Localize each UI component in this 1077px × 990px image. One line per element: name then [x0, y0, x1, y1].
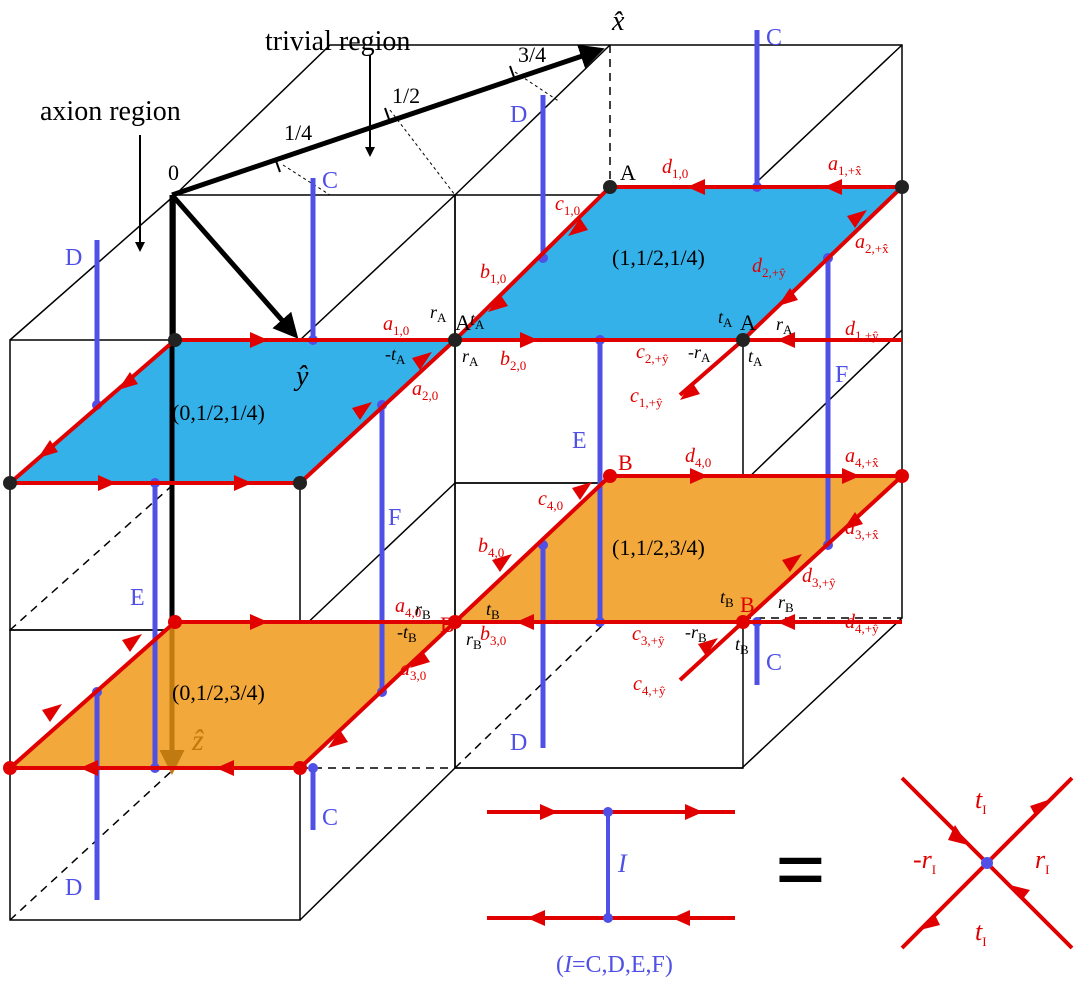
plaquette-blue-right	[455, 187, 902, 340]
node-A-label-2: A	[455, 310, 471, 335]
plaquette-orange-right	[455, 476, 902, 622]
svg-text:tA: tA	[470, 309, 485, 332]
tick-1-2-label: 1/2	[392, 83, 420, 108]
svg-text:rA: rA	[776, 314, 793, 337]
edge-arrowheads	[38, 179, 867, 776]
nodes-A	[3, 180, 909, 490]
nodes-B	[3, 469, 909, 775]
coefficient-labels: rA tA -tA rA tA rA -rA tA rB tB -tB rB t…	[385, 302, 794, 657]
svg-text:rB: rB	[466, 629, 482, 652]
svg-text:-rB: -rB	[685, 622, 707, 645]
svg-text:c3,+ŷ: c3,+ŷ	[632, 623, 665, 648]
node-A-label-1: A	[620, 160, 636, 185]
svg-text:d2,+ŷ: d2,+ŷ	[752, 255, 786, 280]
svg-text:b2,0: b2,0	[500, 348, 526, 373]
node-B-label-3: B	[740, 592, 755, 617]
svg-text:d1,0: d1,0	[662, 156, 688, 181]
svg-text:tI: tI	[975, 917, 987, 949]
x-hat-label: x̂	[611, 6, 625, 37]
svg-text:a2,+x̂: a2,+x̂	[855, 231, 889, 256]
label-D-4: D	[510, 730, 527, 756]
axion-region-label: axion region	[40, 96, 181, 127]
plaquette-label-tl: (0,1/2,1/4)	[172, 400, 265, 425]
svg-text:a4,0: a4,0	[395, 595, 421, 620]
label-D-2: D	[510, 102, 527, 128]
svg-text:c1,+ŷ: c1,+ŷ	[630, 385, 663, 410]
svg-text:a3,0: a3,0	[400, 658, 426, 683]
edge-labels: a1,0 b1,0 c1,0 d1,0 a2,0 b2,0 a1,+x̂ a2,…	[383, 153, 889, 698]
label-C-3: C	[322, 805, 338, 831]
label-C-4: C	[766, 650, 782, 676]
node-A-label-3: A	[740, 310, 756, 335]
svg-text:d4,+ŷ: d4,+ŷ	[845, 611, 879, 636]
label-D-3: D	[65, 875, 82, 901]
svg-text:tB: tB	[720, 587, 734, 610]
label-C-2: C	[766, 25, 782, 51]
svg-text:rA: rA	[430, 302, 447, 325]
svg-text:rB: rB	[778, 592, 794, 615]
svg-text:tB: tB	[486, 599, 500, 622]
label-D-1: D	[65, 245, 82, 271]
z-hat-label: ẑ	[191, 724, 204, 757]
svg-text:b1,0: b1,0	[480, 261, 506, 286]
plaquette-label-bl: (0,1/2,3/4)	[172, 680, 265, 705]
label-C-1: C	[322, 168, 338, 194]
svg-text:d1,+ŷ: d1,+ŷ	[845, 318, 879, 343]
node-B-label-2: B	[440, 612, 455, 637]
svg-text:tA: tA	[718, 307, 733, 330]
svg-text:tB: tB	[735, 634, 749, 657]
legend-caption: (I=C,D,E,F)	[556, 952, 673, 978]
blue-links	[94, 30, 831, 900]
tick-3-4-label: 3/4	[518, 42, 546, 67]
svg-text:-tB: -tB	[397, 622, 417, 645]
region-arrows	[135, 55, 375, 252]
legend-link: I (I=C,D,E,F)	[487, 804, 735, 978]
svg-text:a4,+x̂: a4,+x̂	[845, 445, 879, 470]
y-hat-label: ŷ	[293, 361, 309, 392]
svg-text:c4,+ŷ: c4,+ŷ	[633, 673, 666, 698]
svg-text:d3,+ŷ: d3,+ŷ	[802, 565, 836, 590]
svg-text:-rA: -rA	[688, 342, 711, 365]
red-edges	[8, 185, 904, 770]
svg-text:tI: tI	[975, 785, 987, 817]
svg-text:b4,0: b4,0	[478, 535, 504, 560]
svg-text:c4,0: c4,0	[538, 488, 563, 513]
label-F-1: F	[388, 505, 401, 531]
plaquette-label-br: (1,1/2,3/4)	[612, 535, 705, 560]
svg-text:rI: rI	[1035, 845, 1049, 877]
svg-text:-tA: -tA	[385, 344, 406, 367]
svg-text:a1,+x̂: a1,+x̂	[828, 153, 862, 178]
tick-0-label: 0	[168, 160, 179, 185]
tick-1-4-label: 1/4	[284, 120, 312, 145]
svg-text:c1,0: c1,0	[555, 193, 580, 218]
plaquette-label-tr: (1,1/2,1/4)	[612, 245, 705, 270]
svg-text:-rI: -rI	[913, 845, 936, 877]
svg-text:b3,0: b3,0	[480, 623, 506, 648]
node-B-label-1: B	[618, 450, 633, 475]
svg-text:c2,+ŷ: c2,+ŷ	[636, 341, 669, 366]
axes	[169, 44, 605, 622]
link-labels: C C C C D D D D E E F F	[65, 25, 848, 901]
svg-text:d4,0: d4,0	[685, 445, 711, 470]
x-ticks	[274, 65, 516, 173]
svg-text:rB: rB	[415, 599, 431, 622]
label-E-2: E	[572, 428, 587, 454]
plaquette-blue-left	[10, 340, 455, 483]
label-F-2: F	[835, 362, 848, 388]
svg-text:a3,+x̂: a3,+x̂	[845, 517, 879, 542]
svg-text:tA: tA	[748, 346, 763, 369]
legend-node: tI tI -rI rI	[900, 776, 1074, 950]
trivial-region-label: trivial region	[265, 26, 410, 57]
svg-text:rA: rA	[462, 346, 479, 369]
equals-sign: =	[775, 821, 826, 920]
legend-I: I	[617, 849, 628, 878]
svg-text:a1,0: a1,0	[383, 313, 409, 338]
svg-text:a2,0: a2,0	[412, 378, 438, 403]
label-E-1: E	[130, 585, 145, 611]
plaquette-orange-left	[10, 622, 455, 768]
